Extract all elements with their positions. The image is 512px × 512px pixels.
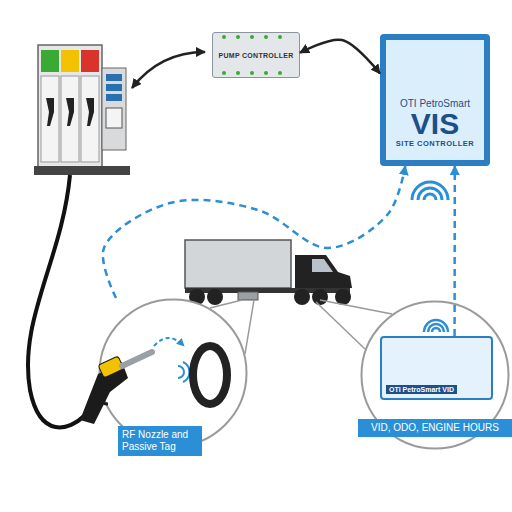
wireless-icon [428, 324, 444, 332]
leader-line [210, 300, 242, 308]
dispenser-screen [106, 74, 122, 81]
device-label: SITE CONTROLLER [396, 139, 474, 148]
dispenser-screen [106, 94, 122, 101]
callout-label: VID, ODO, ENGINE HOURS [358, 419, 512, 437]
terminal-led [278, 35, 282, 39]
dispenser-nozzle [66, 98, 74, 126]
callout-circle: VID, ODO, ENGINE HOURS OTI PetroSmart VID [360, 300, 510, 450]
dispenser-light-yellow [61, 50, 79, 72]
callout-circle: RF Nozzle and Passive Tag [98, 298, 248, 448]
fuel-hose [28, 175, 84, 427]
dispenser-body [38, 45, 102, 167]
dispenser-side-panel [102, 68, 126, 150]
terminal-led [264, 35, 268, 39]
wireless-icon [424, 194, 436, 200]
callout-outline [100, 300, 247, 447]
vid-device: OTI PetroSmart VID [380, 336, 493, 400]
dispenser-column [41, 76, 59, 162]
dispenser-light-red [81, 50, 99, 72]
truck-chassis [185, 288, 350, 293]
dispenser-base [34, 166, 130, 175]
nozzle-spout [122, 352, 152, 366]
terminal-led [222, 35, 226, 39]
device-label: OTI PetroSmart VID [386, 385, 457, 394]
terminal-led [278, 71, 282, 75]
callout-label: RF Nozzle and Passive Tag [118, 426, 202, 456]
truck-wheel [335, 289, 351, 305]
wireless-icon [418, 188, 442, 200]
dispenser-screen [106, 84, 122, 91]
truck-wheel [312, 289, 328, 305]
truck-trailer [185, 240, 291, 288]
double-arrow [132, 52, 205, 88]
fuel-nozzle [80, 362, 128, 424]
nozzle-trigger [100, 388, 108, 404]
wireless-link [103, 166, 405, 298]
wireless-icon [432, 328, 440, 332]
passive-tag-ring [193, 346, 227, 404]
dispenser-nozzle [86, 98, 94, 126]
dispenser-card-reader [106, 108, 122, 128]
truck-wheel [294, 289, 310, 305]
rf-signal-icon [178, 366, 184, 378]
terminal-led [250, 71, 254, 75]
truck-cab [295, 255, 352, 288]
leader-line [316, 302, 365, 349]
rf-signal-arrow [154, 338, 184, 346]
wireless-icon [412, 182, 448, 200]
terminal-led [236, 35, 240, 39]
site-controller-box: OTI PetroSmartVISSITE CONTROLLER [380, 34, 490, 166]
terminal-led [250, 35, 254, 39]
terminal-led [222, 71, 226, 75]
terminal-led [236, 71, 240, 75]
dispenser-light-green [41, 50, 59, 72]
truck-window [312, 259, 333, 272]
wireless-icon [424, 320, 448, 332]
product-name: VIS [411, 109, 459, 139]
double-arrow [300, 40, 380, 74]
dispenser-nozzle [46, 98, 54, 126]
brand-label: OTI PetroSmart [400, 98, 470, 109]
device-label: PUMP CONTROLLER [218, 52, 293, 59]
rf-signal-icon [183, 362, 189, 382]
nozzle-collar [98, 356, 124, 378]
pump-controller-box: PUMP CONTROLLER [212, 32, 300, 78]
wireless-link [453, 166, 456, 336]
terminal-led [264, 71, 268, 75]
leader-line [245, 300, 254, 354]
dispenser-column [81, 76, 99, 162]
tag-location [238, 292, 258, 300]
leader-line [320, 300, 392, 314]
dispenser-column [61, 76, 79, 162]
truck-wheel [207, 289, 223, 305]
